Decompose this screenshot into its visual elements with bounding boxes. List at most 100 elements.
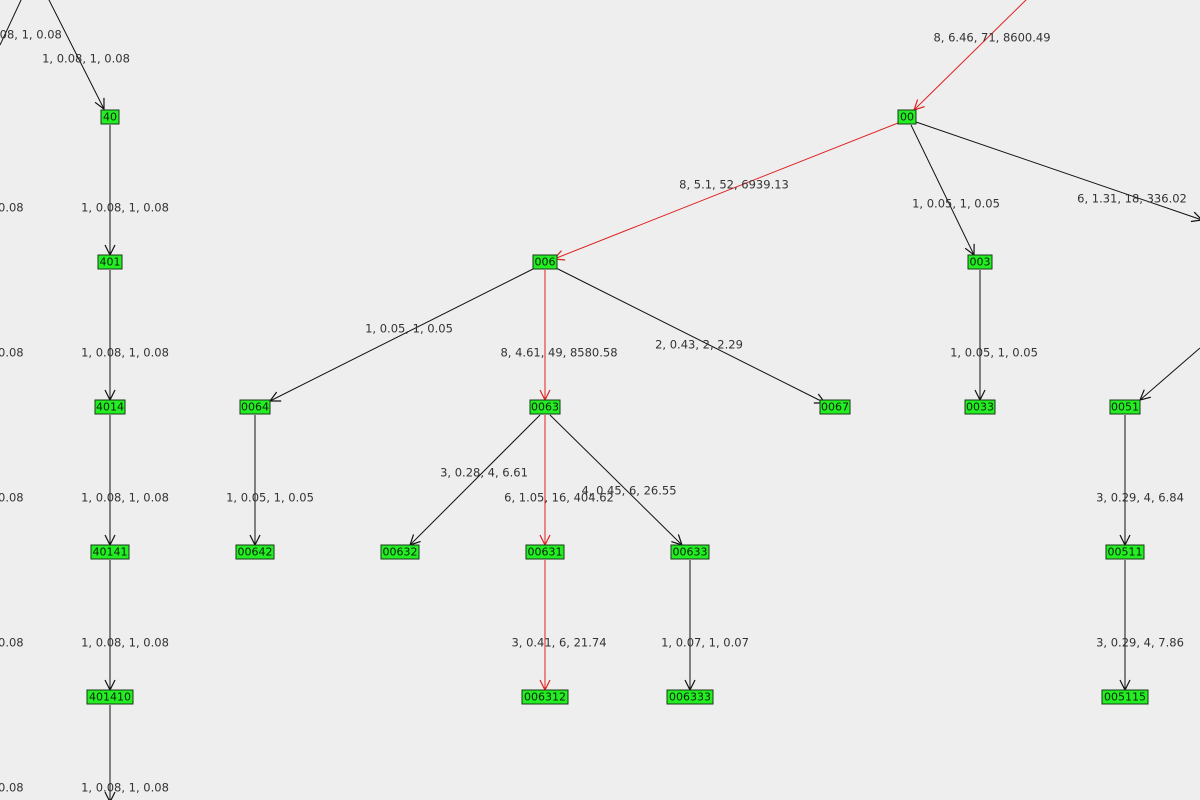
edge-line-partial [0,0,22,46]
edge-label: 3, 0.29, 4, 6.84 [1096,491,1184,505]
edge-label: 1, 0.08, 1, 0.08 [81,201,169,215]
node-box[interactable] [1109,399,1141,415]
tree-node[interactable]: 0063 [529,399,561,415]
node-box[interactable] [235,544,275,560]
tree-node[interactable]: 00 [897,109,917,125]
node-label: 00511 [1108,546,1143,559]
node-label: 401 [100,256,121,269]
node-label: 401410 [89,691,131,704]
node-box[interactable] [90,544,130,560]
tree-node[interactable]: 00642 [235,544,275,560]
edge-line [270,267,536,401]
edge-line [549,414,682,545]
node-label: 003 [970,256,991,269]
tree-node[interactable]: 0067 [819,399,851,415]
edge-line [410,414,541,545]
tree-node[interactable]: 401 [97,254,123,270]
node-label: 00632 [383,546,418,559]
node-box[interactable] [86,689,134,705]
node-label: 00631 [528,546,563,559]
node-label: 00633 [673,546,708,559]
tree-node[interactable]: 006 [532,254,558,270]
edge-label: 6, 1.05, 16, 404.62 [504,491,614,505]
node-box[interactable] [97,254,123,270]
edge-label: 1, 0.05, 1, 0.05 [226,491,314,505]
edge-label: 3, 0.28, 4, 6.61 [440,466,528,480]
node-box[interactable] [666,689,714,705]
node-label: 40141 [93,546,128,559]
edge-line [555,267,825,403]
node-box[interactable] [967,254,993,270]
edge-label-partial: .08, 1, 0.08 [0,28,62,42]
node-box[interactable] [897,109,917,125]
edge-label-partial: 0.08 [0,201,24,215]
edge-label: 3, 0.29, 4, 7.86 [1096,636,1184,650]
node-label: 006312 [524,691,566,704]
node-label: 0051 [1111,401,1139,414]
node-label: 006333 [669,691,711,704]
tree-node[interactable]: 4014 [94,399,126,415]
edge-label: 3, 0.41, 6, 21.74 [511,636,606,650]
tree-node[interactable]: 003 [967,254,993,270]
node-box[interactable] [94,399,126,415]
edge-label-partial: 0.08 [0,636,24,650]
node-label: 0064 [241,401,269,414]
edge-label: 1, 0.08, 1, 0.08 [42,52,130,66]
tree-node[interactable]: 40141 [90,544,130,560]
tree-node[interactable]: 00632 [380,544,420,560]
tree-node[interactable]: 00511 [1105,544,1145,560]
node-label: 005115 [1104,691,1146,704]
node-label: 0063 [531,401,559,414]
node-box[interactable] [521,689,569,705]
tree-node[interactable]: 006312 [521,689,569,705]
tree-node[interactable]: 401410 [86,689,134,705]
node-box[interactable] [100,109,120,125]
edge-label: 1, 0.07, 1, 0.07 [661,636,749,650]
node-label: 00642 [238,546,273,559]
tree-node[interactable]: 0033 [964,399,996,415]
edge-line-highlighted [554,122,899,259]
edge-label: 1, 0.08, 1, 0.08 [81,781,169,795]
tree-node[interactable]: 005115 [1101,689,1149,705]
node-label: 40 [103,111,117,124]
edge-label: 8, 5.1, 52, 6939.13 [679,178,789,192]
nodes-layer: 40 401 4014 40141 401410 00 006 003 0064 0063 0067… [86,109,1149,705]
edge-label: 6, 1.31, 18, 336.02 [1077,192,1187,206]
edge-label: 2, 0.43, 2, 2.29 [655,338,743,352]
node-label: 006 [535,256,556,269]
edge-label-partial: 0.08 [0,491,24,505]
node-box[interactable] [529,399,561,415]
node-box[interactable] [525,544,565,560]
edge-label: 4, 0.45, 6, 26.55 [581,484,676,498]
node-box[interactable] [1105,544,1145,560]
edge-labels-layer: 1, 0.08, 1, 0.08 1, 0.08, 1, 0.08 1, 0.08,… [0,28,1187,795]
node-box[interactable] [239,399,271,415]
tree-node[interactable]: 00631 [525,544,565,560]
edge-line [48,0,104,109]
edge-line-highlighted [914,0,1027,110]
edge-line [910,124,974,255]
tree-node[interactable]: 0051 [1109,399,1141,415]
tree-node[interactable]: 40 [100,109,120,125]
node-box[interactable] [670,544,710,560]
edge-label: 8, 6.46, 71, 8600.49 [933,31,1050,45]
edge-line [915,121,1200,220]
edge-label: 1, 0.08, 1, 0.08 [81,346,169,360]
tree-node[interactable]: 00633 [670,544,710,560]
edge-label: 1, 0.08, 1, 0.08 [81,491,169,505]
tree-node[interactable]: 006333 [666,689,714,705]
edge-label: 1, 0.05, 1, 0.05 [365,322,453,336]
node-box[interactable] [964,399,996,415]
node-box[interactable] [532,254,558,270]
edge-label: 1, 0.05, 1, 0.05 [912,197,1000,211]
edge-label: 1, 0.08, 1, 0.08 [81,636,169,650]
node-label: 0033 [966,401,994,414]
edge-label-partial: 0.08 [0,781,24,795]
node-label: 00 [900,111,914,124]
node-box[interactable] [380,544,420,560]
tree-node[interactable]: 0064 [239,399,271,415]
node-box[interactable] [1101,689,1149,705]
node-box[interactable] [819,399,851,415]
